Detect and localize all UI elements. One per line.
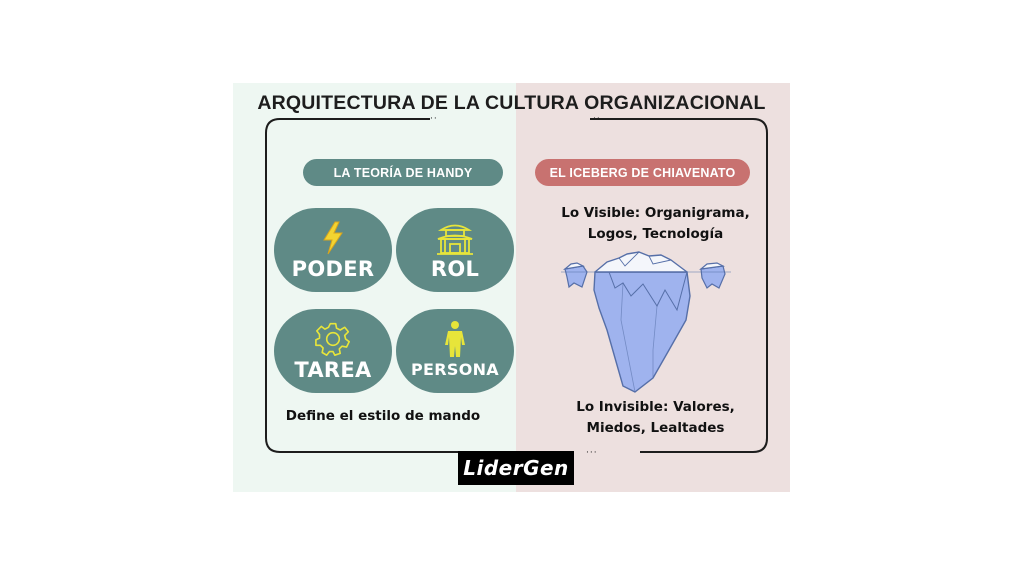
invisible-line-2: Miedos, Lealtades: [586, 420, 725, 436]
invisible-line-1: Lo Invisible: Valores,: [576, 399, 735, 415]
iceberg-illustration: [561, 251, 731, 393]
tile-tarea: TAREA: [274, 309, 392, 393]
gear-icon: [313, 320, 353, 358]
invisible-level-text: Lo Invisible: Valores, Miedos, Lealtades: [523, 397, 788, 439]
handy-caption: Define el estilo de mando: [285, 408, 481, 424]
frame-dots: ··: [593, 114, 601, 124]
lightning-icon: [320, 219, 346, 257]
handy-theory-label: LA TEORÍA DE HANDY: [303, 159, 503, 186]
visible-line-2: Logos, Tecnología: [587, 226, 724, 242]
tile-label: PERSONA: [411, 360, 499, 379]
chiavenato-iceberg-label: EL ICEBERG DE CHIAVENATO: [535, 159, 750, 186]
visible-line-1: Lo Visible: Organigrama,: [561, 205, 750, 221]
lidergen-logo: LiderGen: [458, 451, 574, 485]
person-icon: [440, 320, 470, 358]
frame-dots: ···: [431, 448, 443, 458]
frame-border: [265, 118, 768, 453]
tile-label: PODER: [291, 257, 375, 281]
tile-rol: ROL: [396, 208, 514, 292]
tile-label: ROL: [430, 257, 480, 281]
visible-level-text: Lo Visible: Organigrama, Logos, Tecnolog…: [523, 203, 788, 245]
content-frame: [265, 118, 768, 453]
temple-icon: [435, 219, 475, 257]
page-title: ARQUITECTURA DE LA CULTURA ORGANIZACIONA…: [257, 92, 766, 114]
tile-persona: PERSONA: [396, 309, 514, 393]
frame-dots: ···: [586, 448, 598, 458]
tile-poder: PODER: [274, 208, 392, 292]
infographic: ARQUITECTURA DE LA CULTURA ORGANIZACIONA…: [233, 83, 790, 492]
tile-label: TAREA: [294, 358, 372, 382]
frame-dots: ··: [430, 114, 438, 124]
